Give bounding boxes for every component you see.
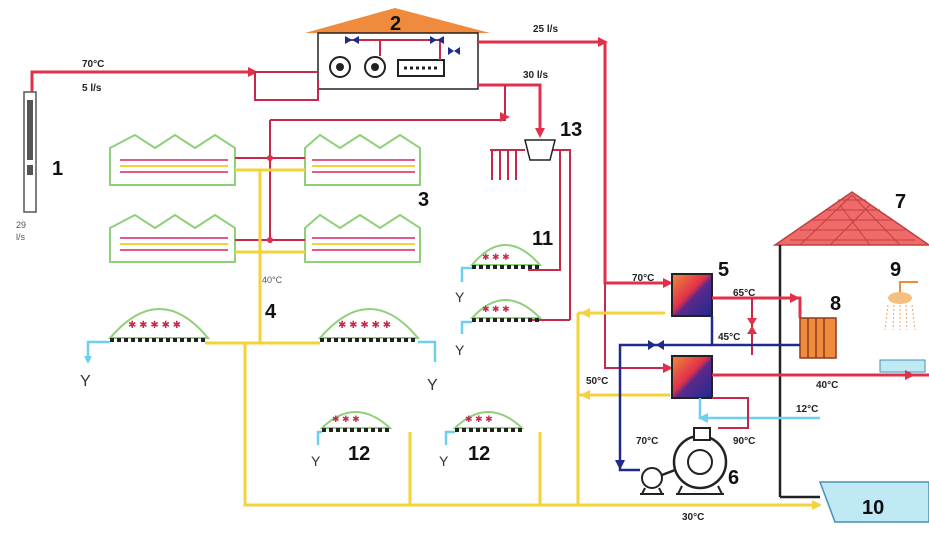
svg-text:✱ ✱ ✱: ✱ ✱ ✱: [332, 414, 360, 424]
greenhouse: [304, 133, 421, 186]
spray-lines: [491, 150, 517, 180]
temp-label: 70°C: [632, 273, 654, 284]
drain-pipe: [444, 430, 455, 445]
drain-icon: Y: [311, 453, 321, 469]
label-7: 7: [895, 191, 906, 213]
greenhouse11-pipe: [528, 149, 561, 271]
domed-greenhouses: ✱ ✱ ✱ ✱ ✱ ✱ ✱ ✱ ✱ ✱ ✱ ✱ ✱ ✱ ✱ ✱ ✱ ✱ ✱ ✱ …: [107, 244, 543, 432]
annotations: 70°C 5 l/s 25 l/s 30 l/s 29 l/s 40°C 70°…: [16, 24, 838, 523]
greenhouse: [109, 213, 236, 263]
fishfarm-pipe: [560, 149, 571, 320]
temp-label: 40°C: [816, 380, 838, 391]
temp-label: 70°C: [636, 436, 658, 447]
geothermal-well: [23, 91, 37, 213]
well-flow-value: 29: [16, 220, 26, 230]
hot-water-pipes: [30, 37, 673, 373]
label-12b: 12: [468, 443, 490, 465]
pump-house-roof: [305, 8, 490, 33]
drain-pipe: [316, 430, 322, 445]
flow-label: 30 l/s: [523, 70, 548, 81]
svg-text:✱ ✱ ✱ ✱ ✱: ✱ ✱ ✱ ✱ ✱: [128, 320, 181, 331]
greenhouse: [304, 213, 421, 263]
house-wall: [778, 245, 820, 499]
label-6: 6: [728, 467, 739, 489]
greenhouse-supply-pipe: [270, 85, 506, 121]
svg-text:✱ ✱ ✱ ✱ ✱: ✱ ✱ ✱ ✱ ✱: [338, 320, 391, 331]
temp-label: 70°C: [82, 59, 104, 70]
temp-label: 90°C: [733, 436, 755, 447]
label-1: 1: [52, 158, 63, 180]
domed-greenhouse: ✱ ✱ ✱: [469, 299, 543, 322]
fish-farm: [490, 139, 556, 180]
pump-link: [661, 468, 676, 477]
warm-water-pipes: [205, 149, 822, 510]
house: [772, 191, 929, 523]
drain-pipe: [460, 266, 472, 282]
greenhouse: [109, 133, 236, 186]
temp-label: 50°C: [586, 376, 608, 387]
domed-greenhouse: ✱ ✱ ✱: [469, 244, 543, 269]
manifold-icon: [397, 59, 445, 77]
flow-label: 25 l/s: [533, 24, 558, 35]
radiator-icon: [799, 317, 837, 359]
label-5: 5: [718, 259, 729, 281]
temp-label: 40°C: [262, 275, 283, 285]
drain-lines: Y Y Y Y Y Y: [80, 266, 472, 469]
drain-icon: Y: [455, 289, 465, 305]
well-flow-unit: l/s: [16, 232, 26, 242]
label-13: 13: [560, 119, 582, 141]
svg-text:✱ ✱ ✱: ✱ ✱ ✱: [482, 252, 510, 262]
temp-label: 45°C: [718, 332, 740, 343]
hot-pipe-to-hx1: [603, 42, 665, 285]
turbine-icon: [524, 139, 556, 161]
drain-icon: Y: [427, 377, 438, 394]
drain-icon: Y: [455, 342, 465, 358]
temp-label: 30°C: [682, 512, 704, 523]
boiler-supply: [712, 397, 749, 429]
label-4: 4: [265, 301, 277, 323]
label-12a: 12: [348, 443, 370, 465]
label-2: 2: [390, 13, 401, 35]
domed-greenhouse: ✱ ✱ ✱ ✱ ✱: [107, 308, 211, 342]
well-supply-pipe: [30, 70, 255, 92]
label-8: 8: [830, 293, 841, 315]
label-9: 9: [890, 259, 901, 281]
domed-greenhouse: ✱ ✱ ✱ ✱ ✱: [317, 308, 421, 342]
pump-loop-pipe: [254, 72, 319, 101]
boiler-return: [618, 343, 712, 472]
label-3: 3: [418, 189, 429, 211]
tank-icon: [879, 359, 926, 373]
svg-text:✱ ✱ ✱: ✱ ✱ ✱: [482, 304, 510, 314]
drain-icon: Y: [439, 453, 449, 469]
svg-text:✱ ✱ ✱: ✱ ✱ ✱: [465, 414, 493, 424]
warm-main-return: [243, 343, 820, 507]
domed-greenhouse: ✱ ✱ ✱: [319, 411, 393, 432]
heat-exchanger-system: [615, 273, 929, 495]
circulation-pump-icon: [641, 467, 663, 489]
label-10: 10: [862, 497, 884, 519]
greenhouse-group: [109, 133, 421, 343]
pool: [818, 481, 929, 523]
flow-label: 5 l/s: [82, 83, 102, 94]
heat-exchanger-icon: [671, 355, 713, 399]
drain-pipe: [418, 340, 437, 362]
shower-icon: [899, 281, 918, 292]
temp-label: 65°C: [733, 288, 755, 299]
drain-pipe: [460, 320, 472, 334]
temp-label: 12°C: [796, 404, 818, 415]
drain-pipe: [86, 340, 110, 358]
drain-icon: Y: [80, 373, 91, 390]
heat-exchanger-icon: [671, 273, 713, 317]
pump-house: [305, 8, 490, 90]
domed-greenhouse: ✱ ✱ ✱: [452, 411, 525, 432]
number-labels: 1 2 3 4 5 6 7 8 9 10 11 12 12 13: [52, 13, 906, 519]
hot-pipe-30: [478, 83, 542, 130]
label-11: 11: [532, 228, 553, 250]
hot-pipe-to-hx2: [604, 283, 665, 369]
radiator-supply: [712, 296, 802, 318]
